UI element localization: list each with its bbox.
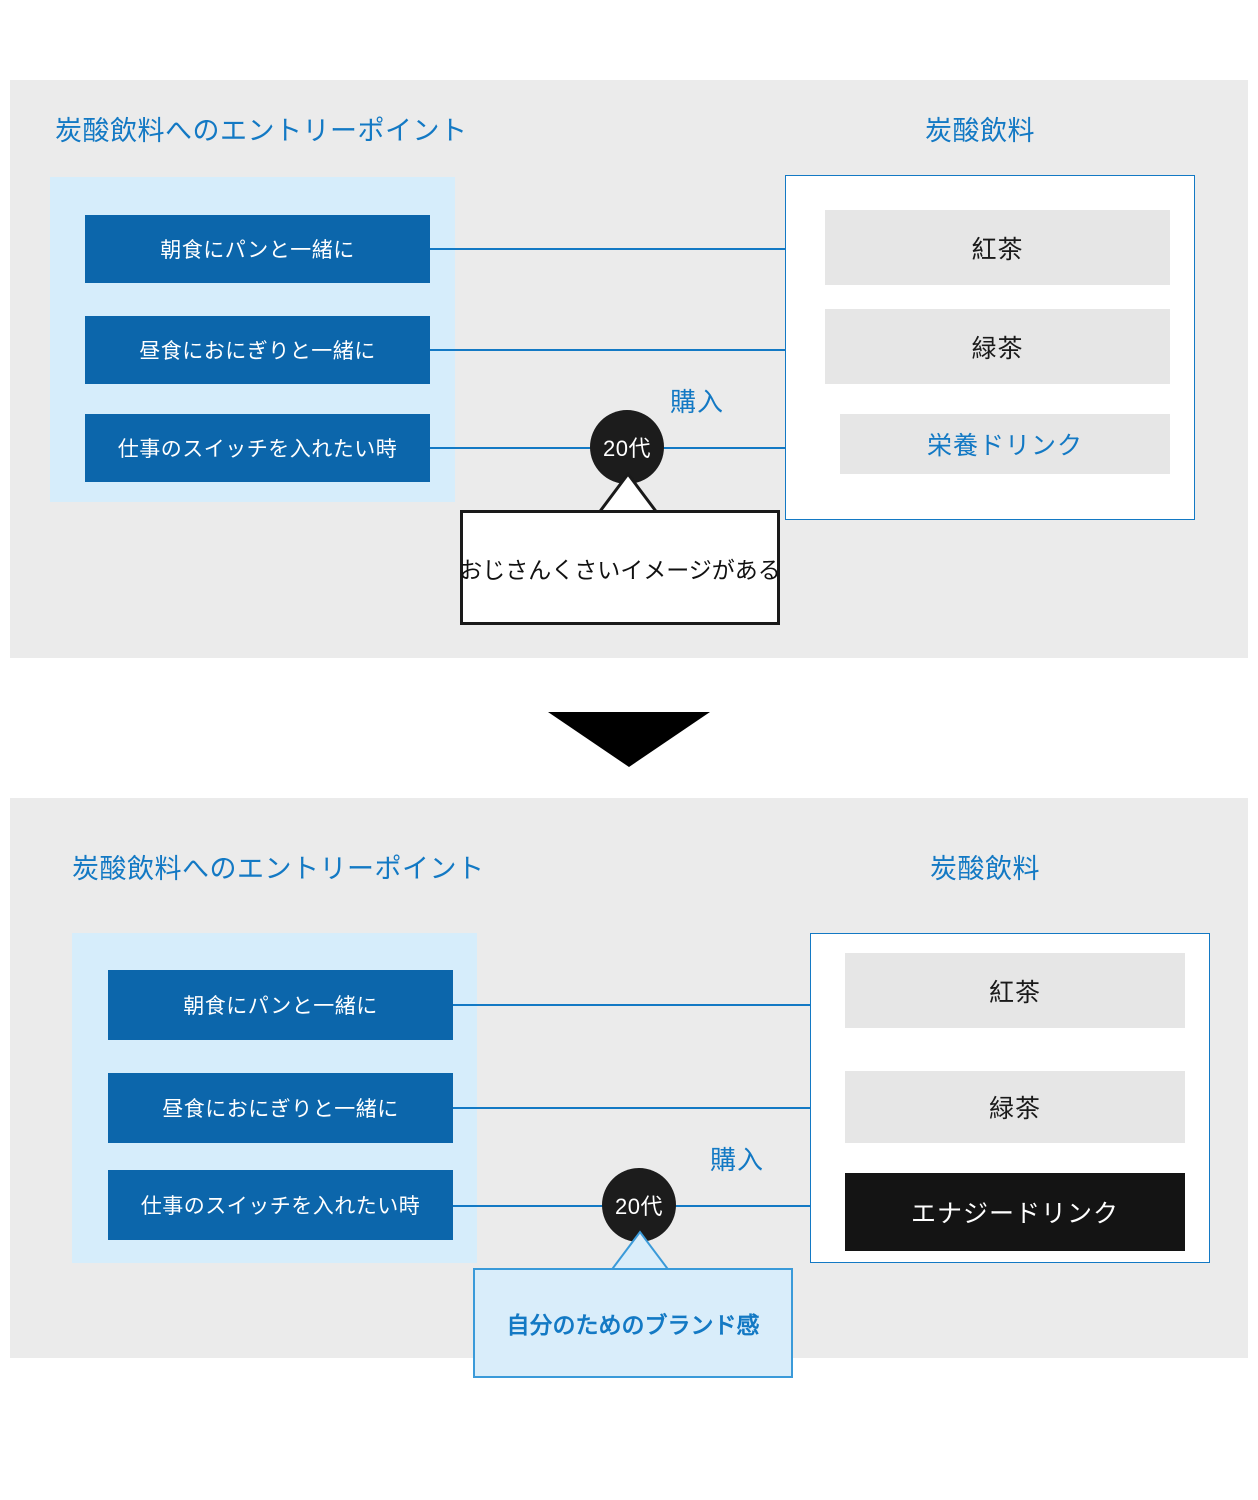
bottom-scenario-panel: 炭酸飲料へのエントリーポイント 炭酸飲料 朝食にパンと一緒に 昼食におにぎりと一… xyxy=(10,798,1248,1378)
bottom-purchase-label: 購入 xyxy=(710,1145,765,1175)
top-connector-line-1 xyxy=(430,248,820,250)
top-scenario-panel: 炭酸飲料へのエントリーポイント 炭酸飲料 朝食にパンと一緒に 昼食におにぎりと一… xyxy=(10,80,1248,658)
top-entry-box-3[interactable]: 仕事のスイッチを入れたい時 xyxy=(85,414,430,482)
bottom-right-column-title: 炭酸飲料 xyxy=(930,854,1040,884)
bottom-product-row-2[interactable]: 緑茶 xyxy=(845,1071,1185,1143)
bottom-entry-box-3[interactable]: 仕事のスイッチを入れたい時 xyxy=(108,1170,453,1240)
top-product-row-3[interactable]: 栄養ドリンク xyxy=(840,414,1170,474)
top-callout-box: おじさんくさいイメージがある xyxy=(459,510,781,625)
bottom-entry-box-2[interactable]: 昼食におにぎりと一緒に xyxy=(108,1073,453,1143)
top-left-column-title: 炭酸飲料へのエントリーポイント xyxy=(55,116,468,146)
top-product-row-2[interactable]: 緑茶 xyxy=(825,309,1170,384)
bottom-product-row-3[interactable]: エナジードリンク xyxy=(845,1173,1185,1251)
top-product-row-1[interactable]: 紅茶 xyxy=(825,210,1170,285)
down-triangle-icon xyxy=(548,712,710,767)
top-right-column-title: 炭酸飲料 xyxy=(925,116,1035,146)
bottom-callout-box: 自分のためのブランド感 xyxy=(473,1268,793,1378)
bottom-persona-circle[interactable]: 20代 xyxy=(602,1168,676,1242)
bottom-product-row-1[interactable]: 紅茶 xyxy=(845,953,1185,1028)
top-persona-circle[interactable]: 20代 xyxy=(590,410,664,484)
bottom-connector-line-1 xyxy=(453,1004,843,1006)
top-connector-line-2 xyxy=(430,349,820,351)
bottom-entry-box-1[interactable]: 朝食にパンと一緒に xyxy=(108,970,453,1040)
bottom-left-column-title: 炭酸飲料へのエントリーポイント xyxy=(72,854,485,884)
top-purchase-label: 購入 xyxy=(670,387,725,417)
bottom-connector-line-2 xyxy=(453,1107,843,1109)
top-entry-box-1[interactable]: 朝食にパンと一緒に xyxy=(85,215,430,283)
top-entry-box-2[interactable]: 昼食におにぎりと一緒に xyxy=(85,316,430,384)
